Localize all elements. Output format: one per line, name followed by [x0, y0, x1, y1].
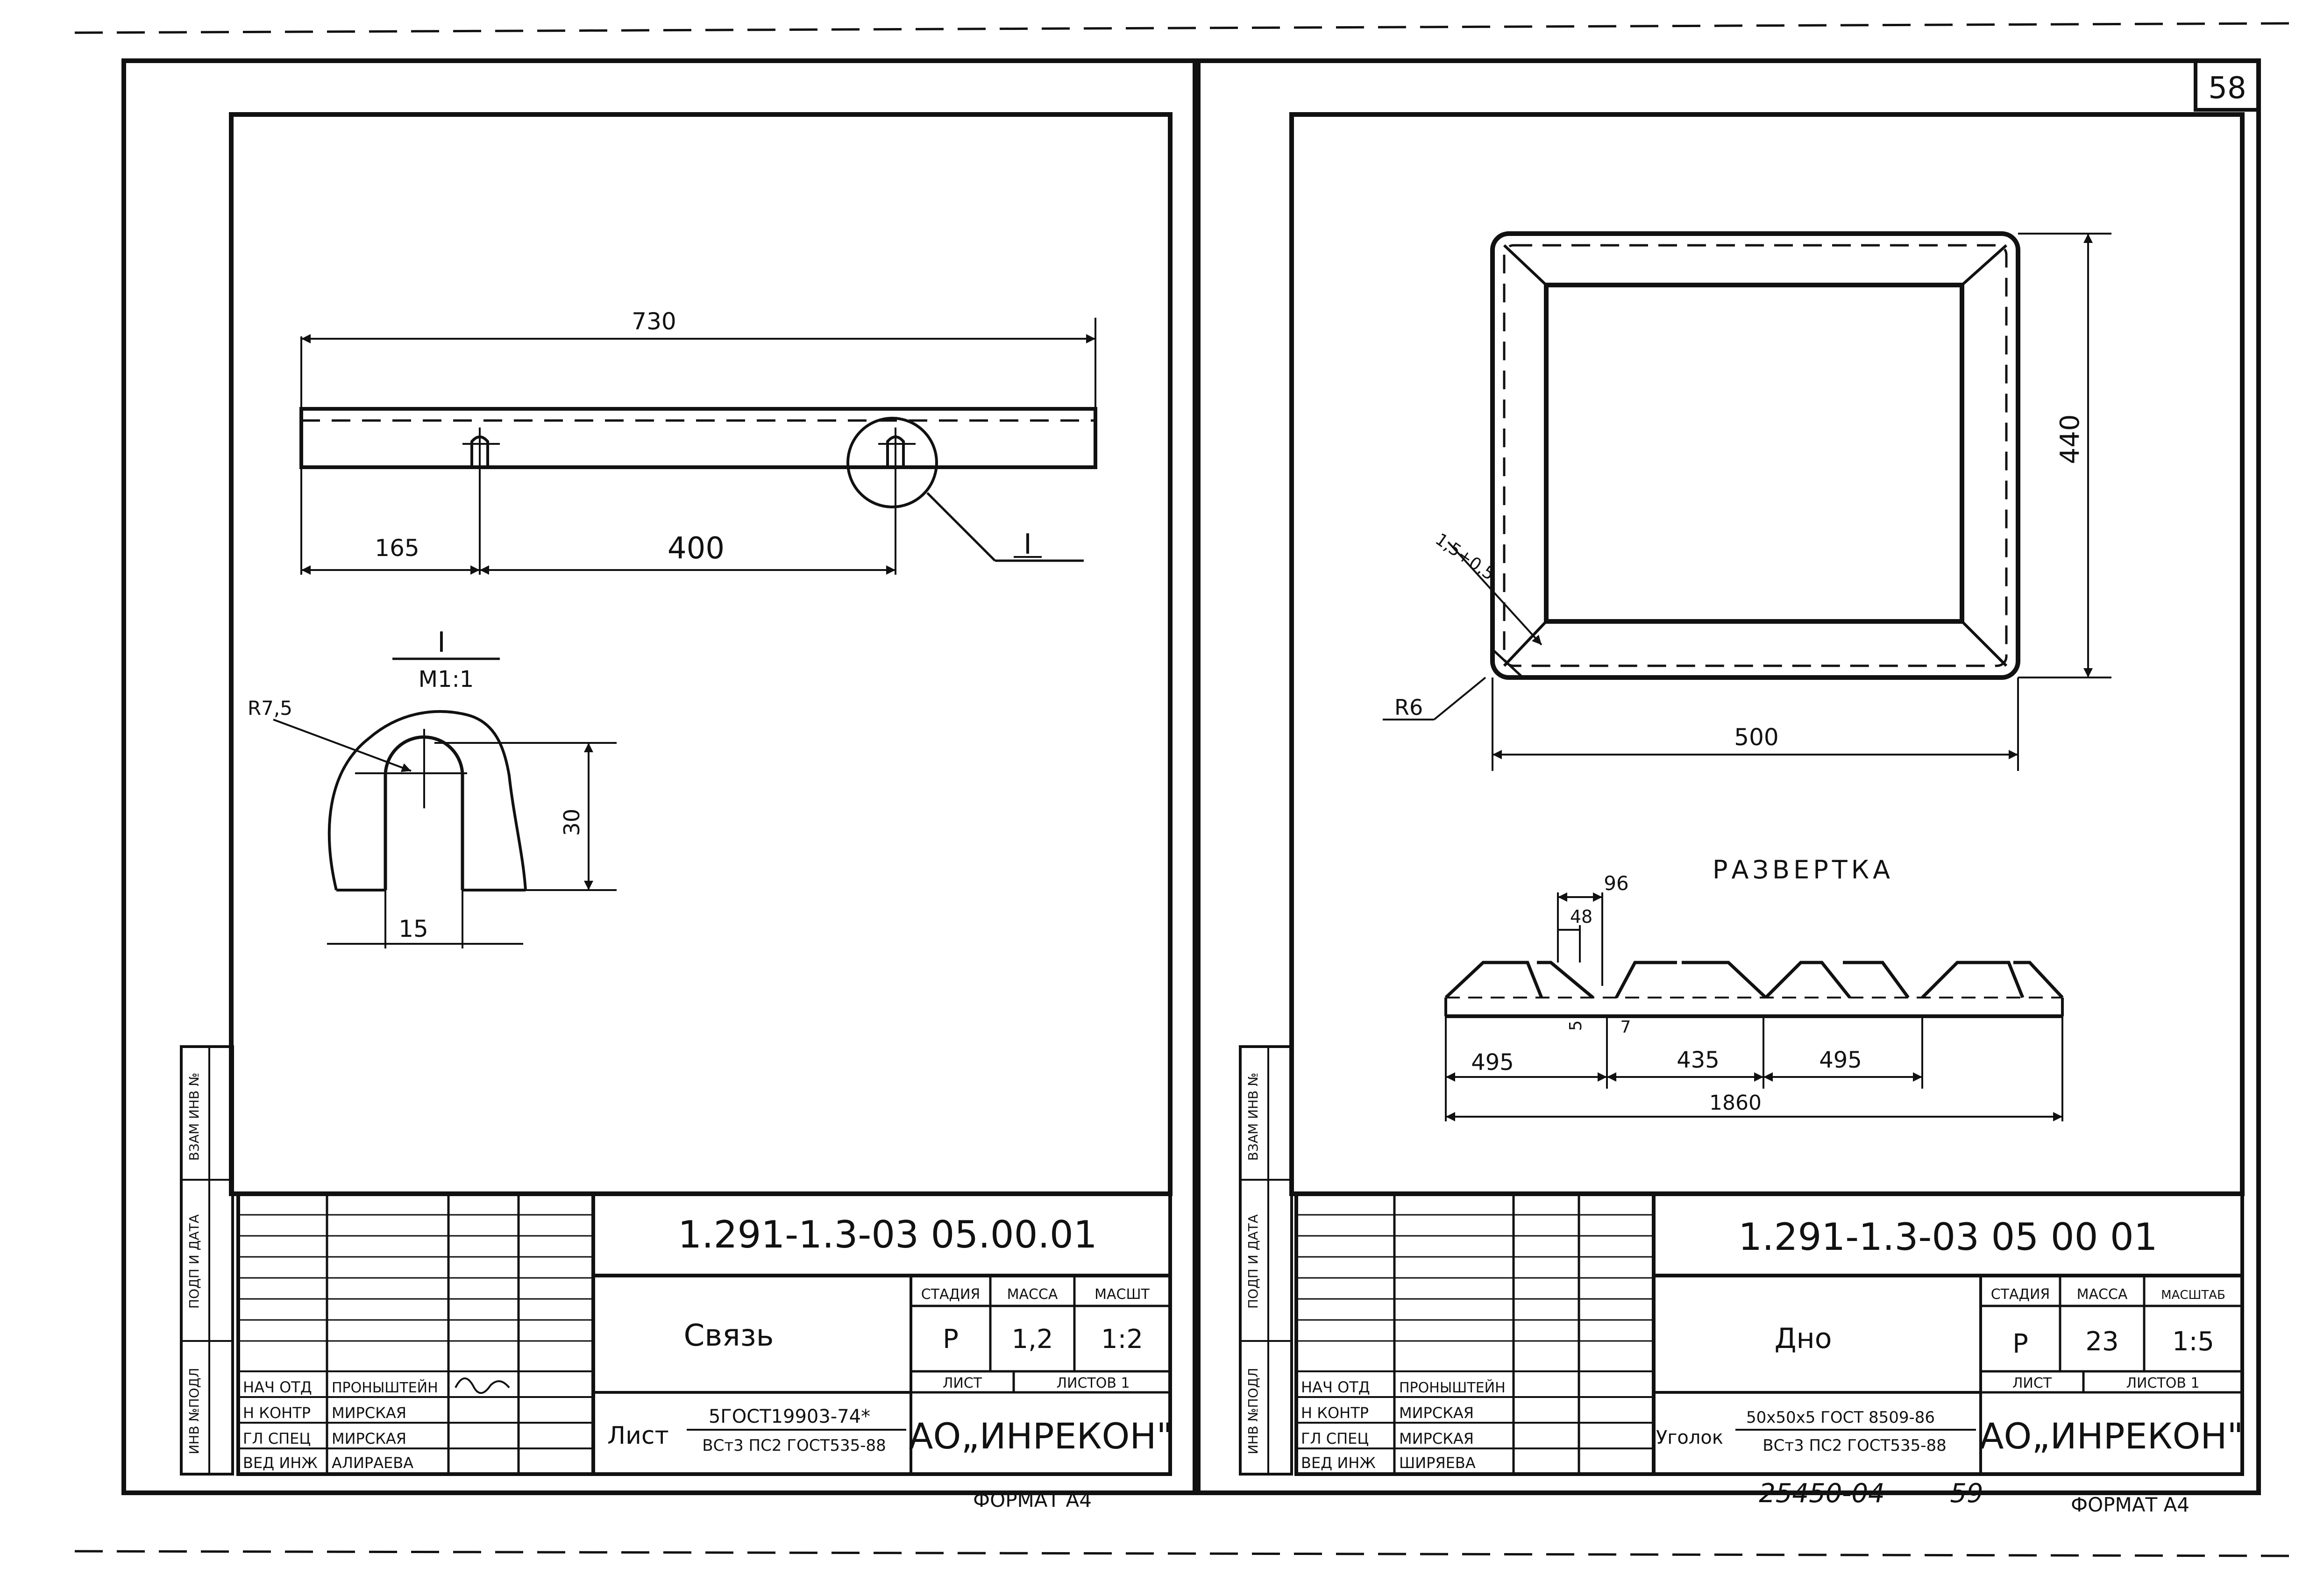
header-mass: МАССА — [1007, 1286, 1058, 1303]
side-label-inv: ИНВ №ПОДЛ — [186, 1368, 202, 1454]
development-title: РАЗВЕРТКА — [1713, 855, 1894, 884]
role-0: НАЧ ОТД — [243, 1378, 312, 1396]
value-mass: 1,2 — [1011, 1324, 1053, 1355]
sheet-label: ЛИСТ — [943, 1375, 982, 1391]
dim-total-length: 730 — [632, 308, 676, 335]
value-scale: 1:2 — [1101, 1324, 1143, 1355]
tray-plan-view: 440 500 1,5+0,5 R6 — [1383, 231, 2111, 771]
dim-detail-height: 30 — [559, 809, 584, 836]
sheet-label-r: ЛИСТ — [2012, 1375, 2052, 1391]
value-scale-r: 1:5 — [2172, 1326, 2214, 1357]
material-bottom-r: ВСт3 ПС2 ГОСТ535-88 — [1763, 1436, 1947, 1455]
dim-5: 5 — [1566, 1020, 1585, 1031]
footer-code: 25450-04 — [1759, 1478, 1885, 1509]
material-prefix: Лист — [607, 1422, 669, 1450]
outer-frame — [74, 22, 2289, 1557]
dim-seg-3: 495 — [1819, 1047, 1862, 1073]
role-3: ВЕД ИНЖ — [243, 1454, 318, 1472]
name-2: МИРСКАЯ — [332, 1430, 406, 1447]
side-label-sign-r: ПОДП И ДАТА — [1245, 1214, 1261, 1309]
page-number-box: 58 — [2194, 59, 2260, 112]
format-label-r: ФОРМАТ А4 — [2071, 1493, 2189, 1516]
material-prefix-r: Уголок — [1656, 1427, 1723, 1448]
role-1-r: Н КОНТР — [1301, 1404, 1369, 1422]
side-label-inv-r: ИНВ №ПОДЛ — [1245, 1368, 1261, 1454]
value-stage-r: Р — [2012, 1329, 2028, 1359]
side-label-replace-r: ВЗАМ ИНВ № — [1245, 1073, 1261, 1161]
doc-code-r: 1.291-1.3-03 05 00 01 — [1738, 1215, 2157, 1259]
side-label-replace: ВЗАМ ИНВ № — [186, 1073, 202, 1161]
header-scale: МАСШТ — [1094, 1286, 1150, 1303]
company-name-r: АО„ИНРЕКОН" — [1980, 1415, 2244, 1457]
side-label-sign: ПОДП И ДАТА — [186, 1214, 202, 1309]
name-3: АЛИРАЕВА — [332, 1454, 413, 1472]
left-side-stamp: ИНВ №ПОДЛ ПОДП И ДАТА ВЗАМ ИНВ № — [180, 1045, 234, 1476]
material-bottom: ВСт3 ПС2 ГОСТ535-88 — [702, 1436, 886, 1455]
development-view: РАЗВЕРТКА 96 48 5 7 — [1444, 855, 2064, 1121]
left-sheet: I 730 165 400 I М1:1 — [180, 112, 1173, 1512]
material-top-r: 50х50х5 ГОСТ 8509-86 — [1746, 1408, 1935, 1427]
name-3-r: ШИРЯЕВА — [1399, 1454, 1476, 1472]
right-sheet: 440 500 1,5+0,5 R6 РАЗВЕРТКА — [1239, 112, 2245, 1516]
detail-scale: М1:1 — [419, 666, 474, 692]
name-0-r: ПРОНЫШТЕЙН — [1399, 1379, 1506, 1396]
header-scale-r: МАСШТАБ — [2161, 1288, 2225, 1302]
detail-callout-circle — [846, 417, 938, 508]
doc-code: 1.291-1.3-03 05.00.01 — [678, 1213, 1097, 1256]
callout-label: I — [1023, 528, 1032, 561]
right-side-stamp: ИНВ №ПОДЛ ПОДП И ДАТА ВЗАМ ИНВ № — [1239, 1045, 1293, 1476]
dim-development-total: 1860 — [1709, 1091, 1762, 1115]
name-1-r: МИРСКАЯ — [1399, 1404, 1474, 1422]
role-2-r: ГЛ СПЕЦ — [1301, 1430, 1369, 1447]
header-mass-r: МАССА — [2077, 1286, 2128, 1303]
weld-dim: 1,5+0,5 — [1432, 530, 1498, 585]
left-inner-frame — [229, 112, 1173, 1196]
dim-7: 7 — [1620, 1018, 1631, 1037]
detail-title: I — [437, 626, 446, 659]
right-title-block: НАЧ ОТД Н КОНТР ГЛ СПЕЦ ВЕД ИНЖ ПРОНЫШТЕ… — [1294, 1192, 2244, 1476]
dim-tray-height: 440 — [2055, 414, 2085, 464]
right-inner-frame — [1289, 112, 2245, 1196]
dim-left-offset: 165 — [375, 535, 419, 562]
dim-tray-width: 500 — [1734, 724, 1778, 751]
signature-mark — [455, 1377, 510, 1394]
detail-view: I М1:1 R7,5 30 15 — [248, 626, 617, 948]
dim-seg-2: 435 — [1677, 1047, 1720, 1073]
format-label: ФОРМАТ А4 — [973, 1489, 1092, 1512]
page-number: 58 — [2208, 71, 2246, 106]
corner-radius: R6 — [1394, 695, 1423, 720]
value-stage: Р — [943, 1324, 959, 1355]
dim-96: 96 — [1604, 872, 1628, 895]
dim-seg-1: 495 — [1471, 1049, 1514, 1076]
sheets-label-r: ЛИСТОВ 1 — [2126, 1375, 2199, 1391]
role-0-r: НАЧ ОТД — [1301, 1378, 1370, 1396]
dim-detail-width: 15 — [398, 915, 428, 942]
value-mass-r: 23 — [2085, 1326, 2118, 1357]
dim-slot-spacing: 400 — [668, 531, 725, 566]
name-1: МИРСКАЯ — [332, 1404, 406, 1422]
role-1: Н КОНТР — [243, 1404, 311, 1422]
part-name: Связь — [684, 1319, 774, 1353]
footer-page: 59 — [1950, 1478, 1983, 1509]
name-0: ПРОНЫШТЕЙН — [332, 1379, 438, 1396]
name-2-r: МИРСКАЯ — [1399, 1430, 1474, 1447]
strip-view: I 730 165 400 — [299, 308, 1097, 575]
header-stage-r: СТАДИЯ — [1991, 1286, 2050, 1303]
part-name-r: Дно — [1775, 1322, 1832, 1355]
role-2: ГЛ СПЕЦ — [243, 1430, 311, 1447]
company-name: АО„ИНРЕКОН" — [909, 1415, 1173, 1457]
sheets-label: ЛИСТОВ 1 — [1056, 1375, 1130, 1391]
header-stage: СТАДИЯ — [921, 1286, 981, 1303]
left-title-block: НАЧ ОТД Н КОНТР ГЛ СПЕЦ ВЕД ИНЖ ПРОНЫШТЕ… — [236, 1192, 1173, 1476]
dim-48: 48 — [1570, 906, 1592, 927]
role-3-r: ВЕД ИНЖ — [1301, 1454, 1376, 1472]
material-top: 5ГОСТ19903-74* — [709, 1406, 870, 1427]
detail-radius: R7,5 — [248, 697, 292, 720]
